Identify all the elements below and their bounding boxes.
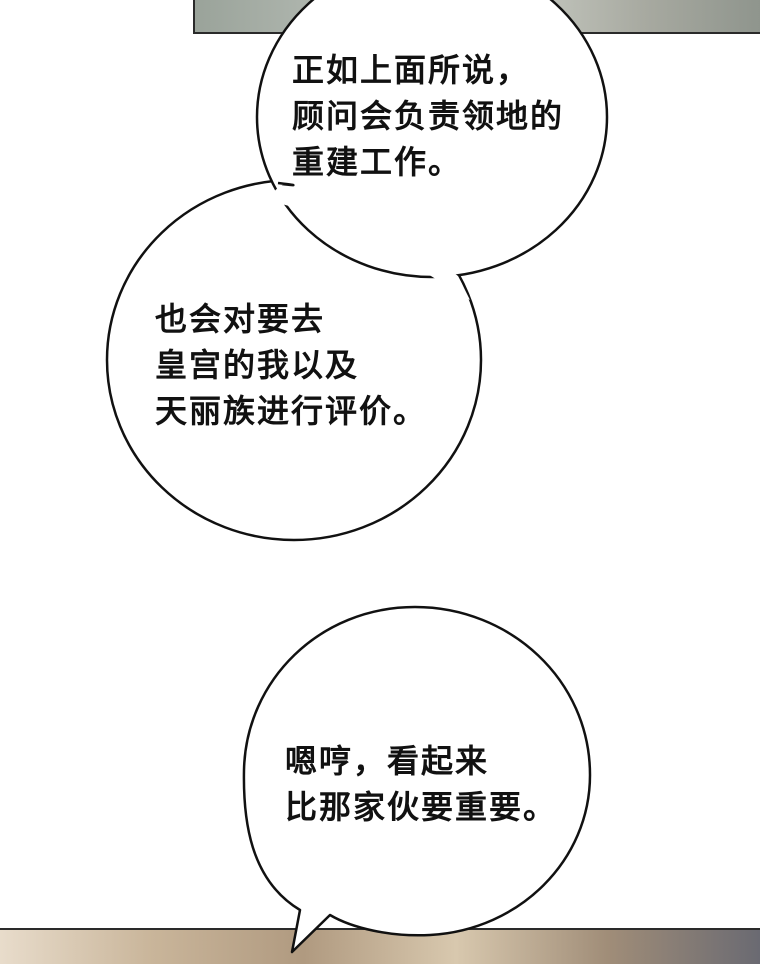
bubble-3-line-1: 嗯哼，看起来 <box>285 742 490 780</box>
speech-bubble-1-text: 正如上面所说， 顾问会负责领地的 重建工作。 <box>292 47 564 185</box>
bubble-join-fill <box>265 184 470 300</box>
bubble-1-line-1: 正如上面所说， <box>292 51 531 89</box>
bubble-3-line-2: 比那家伙要重要。 <box>285 788 558 826</box>
speech-bubble-3-text: 嗯哼，看起来 比那家伙要重要。 <box>285 738 557 830</box>
bubble-1-line-2: 顾问会负责领地的 <box>292 97 565 135</box>
speech-bubble-1 <box>255 0 609 279</box>
bubble-1-line-3: 重建工作。 <box>292 143 463 181</box>
speech-bubble-2-text: 也会对要去 皇宫的我以及 天丽族进行评价。 <box>155 296 427 434</box>
bubble-2-line-2: 皇宫的我以及 <box>155 346 360 384</box>
bubble-join-edge-upper <box>277 181 295 187</box>
speech-bubble-3 <box>242 605 592 954</box>
bubble-2-line-3: 天丽族进行评价。 <box>155 392 428 430</box>
bubble-2-line-1: 也会对要去 <box>155 300 326 338</box>
next-panel-artwork <box>0 928 760 964</box>
